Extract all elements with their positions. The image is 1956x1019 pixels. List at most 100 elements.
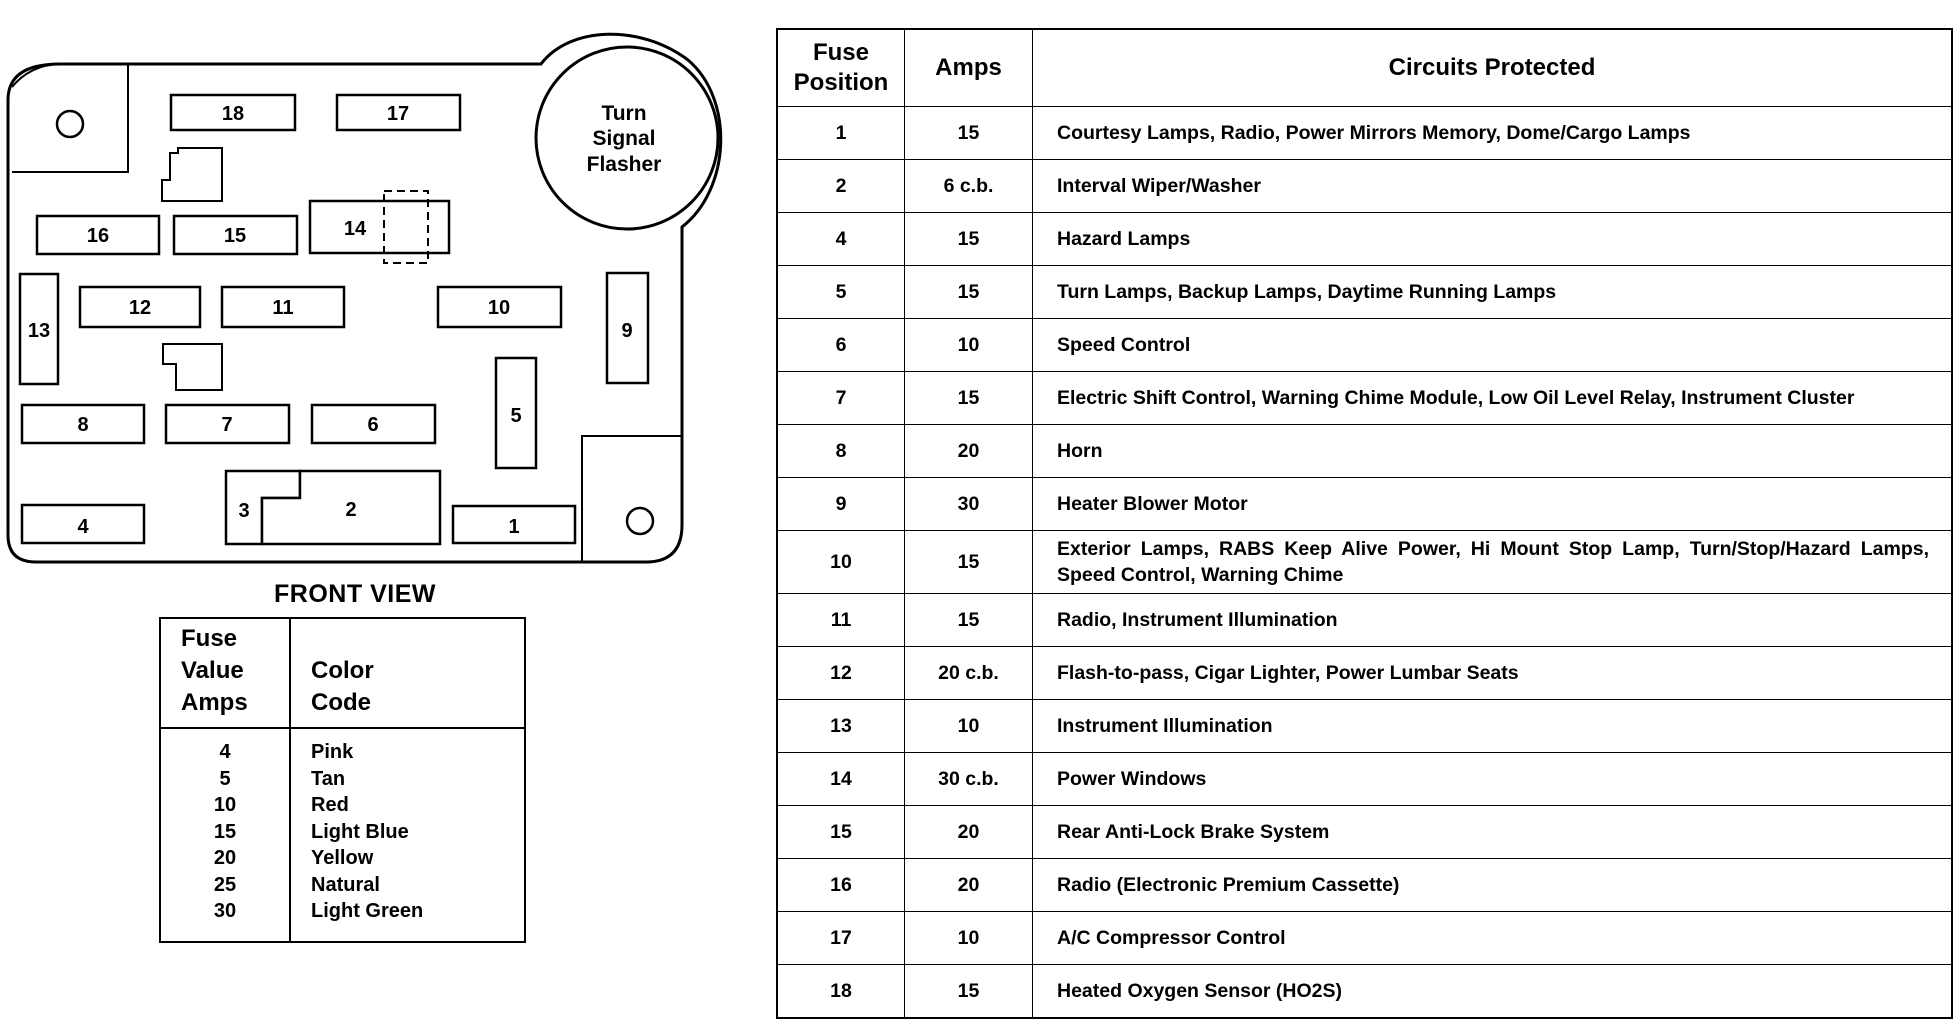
amps-cell: 10 [904, 911, 1033, 965]
mount-corner-bottom-right [581, 435, 682, 562]
svg-text:10: 10 [488, 297, 510, 319]
fuse-position-cell: 1 [776, 106, 905, 160]
fuse-position-cell: 10 [776, 530, 905, 594]
fuse-position-cell: 6 [776, 318, 905, 372]
fuse-value-header: Fuse Value Amps [160, 618, 291, 729]
fuse-panel-diagram: Turn Signal Flasher 18 17 16 15 14 13 12… [6, 32, 723, 564]
fuse-9: 9 [605, 271, 650, 385]
front-view-label: FRONT VIEW [274, 580, 436, 608]
fuse-1: 1 [451, 504, 577, 545]
turn-signal-flasher [534, 45, 720, 231]
fuse-7: 7 [164, 403, 291, 445]
color-code-header: Color Code [290, 618, 525, 729]
fuse-position-cell: 16 [776, 858, 905, 912]
circuits-cell: Flash-to-pass, Cigar Lighter, Power Lumb… [1032, 646, 1953, 700]
fuse-position-header: Fuse Position [776, 28, 905, 107]
amps-cell: 15 [904, 265, 1033, 319]
mounting-hole-bottom-right [625, 506, 655, 536]
circuits-cell: Electric Shift Control, Warning Chime Mo… [1032, 371, 1953, 425]
fuse-position-cell: 7 [776, 371, 905, 425]
flasher-label-line1: Turn [601, 102, 646, 125]
fuse-18: 18 [169, 93, 297, 132]
mounting-hole-top-left [55, 109, 85, 139]
fuse-position-cell: 5 [776, 265, 905, 319]
color-code: Yellow [311, 847, 374, 869]
circuits-cell: A/C Compressor Control [1032, 911, 1953, 965]
amps-cell: 20 c.b. [904, 646, 1033, 700]
svg-text:1: 1 [508, 516, 519, 538]
circuits-cell: Exterior Lamps, RABS Keep Alive Power, H… [1032, 530, 1953, 594]
amps-cell: 20 [904, 424, 1033, 478]
fuse-11: 11 [220, 285, 346, 329]
circuits-cell: Power Windows [1032, 752, 1953, 806]
color-table-header: Fuse Value Amps Color Code [160, 618, 525, 729]
amps-cell: 20 [904, 805, 1033, 859]
fuse-value: 30 [213, 900, 237, 922]
amps-cell: 10 [904, 318, 1033, 372]
circuits-cell: Speed Control [1032, 318, 1953, 372]
amps-cell: 15 [904, 964, 1033, 1019]
svg-text:8: 8 [77, 414, 88, 436]
fuse-16: 16 [35, 214, 161, 256]
svg-text:11: 11 [272, 297, 293, 319]
amps-cell: 15 [904, 106, 1033, 160]
fuse-panel-outline [6, 32, 723, 564]
svg-text:16: 16 [87, 225, 109, 247]
fuse-position-cell: 11 [776, 593, 905, 647]
fuse-10: 10 [436, 285, 563, 329]
fuse-6: 6 [310, 403, 437, 445]
fuse-5: 5 [494, 356, 538, 470]
amps-cell: 15 [904, 371, 1033, 425]
fuse-value: 20 [213, 847, 237, 869]
circuits-cell: Heated Oxygen Sensor (HO2S) [1032, 964, 1953, 1019]
svg-text:12: 12 [129, 297, 151, 319]
color-code: Natural [311, 873, 380, 896]
svg-text:2: 2 [345, 499, 356, 521]
fuse-position-cell: 4 [776, 212, 905, 266]
svg-text:14: 14 [344, 218, 367, 240]
svg-text:15: 15 [224, 225, 246, 247]
flasher-label-line2: Signal [592, 127, 655, 150]
amps-cell: 15 [904, 212, 1033, 266]
amps-cell: 6 c.b. [904, 159, 1033, 213]
circuits-cell: Turn Lamps, Backup Lamps, Daytime Runnin… [1032, 265, 1953, 319]
fuse-position-cell: 18 [776, 964, 905, 1019]
flasher-label-line3: Flasher [587, 153, 662, 176]
fuse-value: 25 [213, 873, 237, 896]
amps-cell: 30 [904, 477, 1033, 531]
color-table-body: 4 5 10 15 20 25 30 Pink Tan Red Light Bl… [160, 728, 525, 942]
amps-cell: 15 [904, 530, 1033, 594]
fuse-12: 12 [78, 285, 202, 329]
fuse-17: 17 [335, 93, 462, 132]
fuse-position-cell: 14 [776, 752, 905, 806]
svg-text:7: 7 [221, 414, 232, 436]
circuits-cell: Interval Wiper/Washer [1032, 159, 1953, 213]
fuse-position-cell: 13 [776, 699, 905, 753]
svg-text:17: 17 [387, 103, 409, 125]
circuits-protected-header: Circuits Protected [1032, 28, 1953, 107]
color-code: Tan [311, 767, 346, 790]
fuse-position-cell: 17 [776, 911, 905, 965]
fuse-color-code-table: Fuse Value Amps Color Code 4 5 10 15 20 … [159, 617, 526, 943]
svg-text:5: 5 [510, 405, 521, 427]
amps-header: Amps [904, 28, 1033, 107]
color-code: Red [311, 794, 349, 816]
fuse-8: 8 [20, 403, 146, 445]
fuse-value: 10 [213, 794, 237, 816]
svg-text:4: 4 [77, 516, 89, 538]
amps-cell: 15 [904, 593, 1033, 647]
fuse-13: 13 [18, 272, 60, 386]
